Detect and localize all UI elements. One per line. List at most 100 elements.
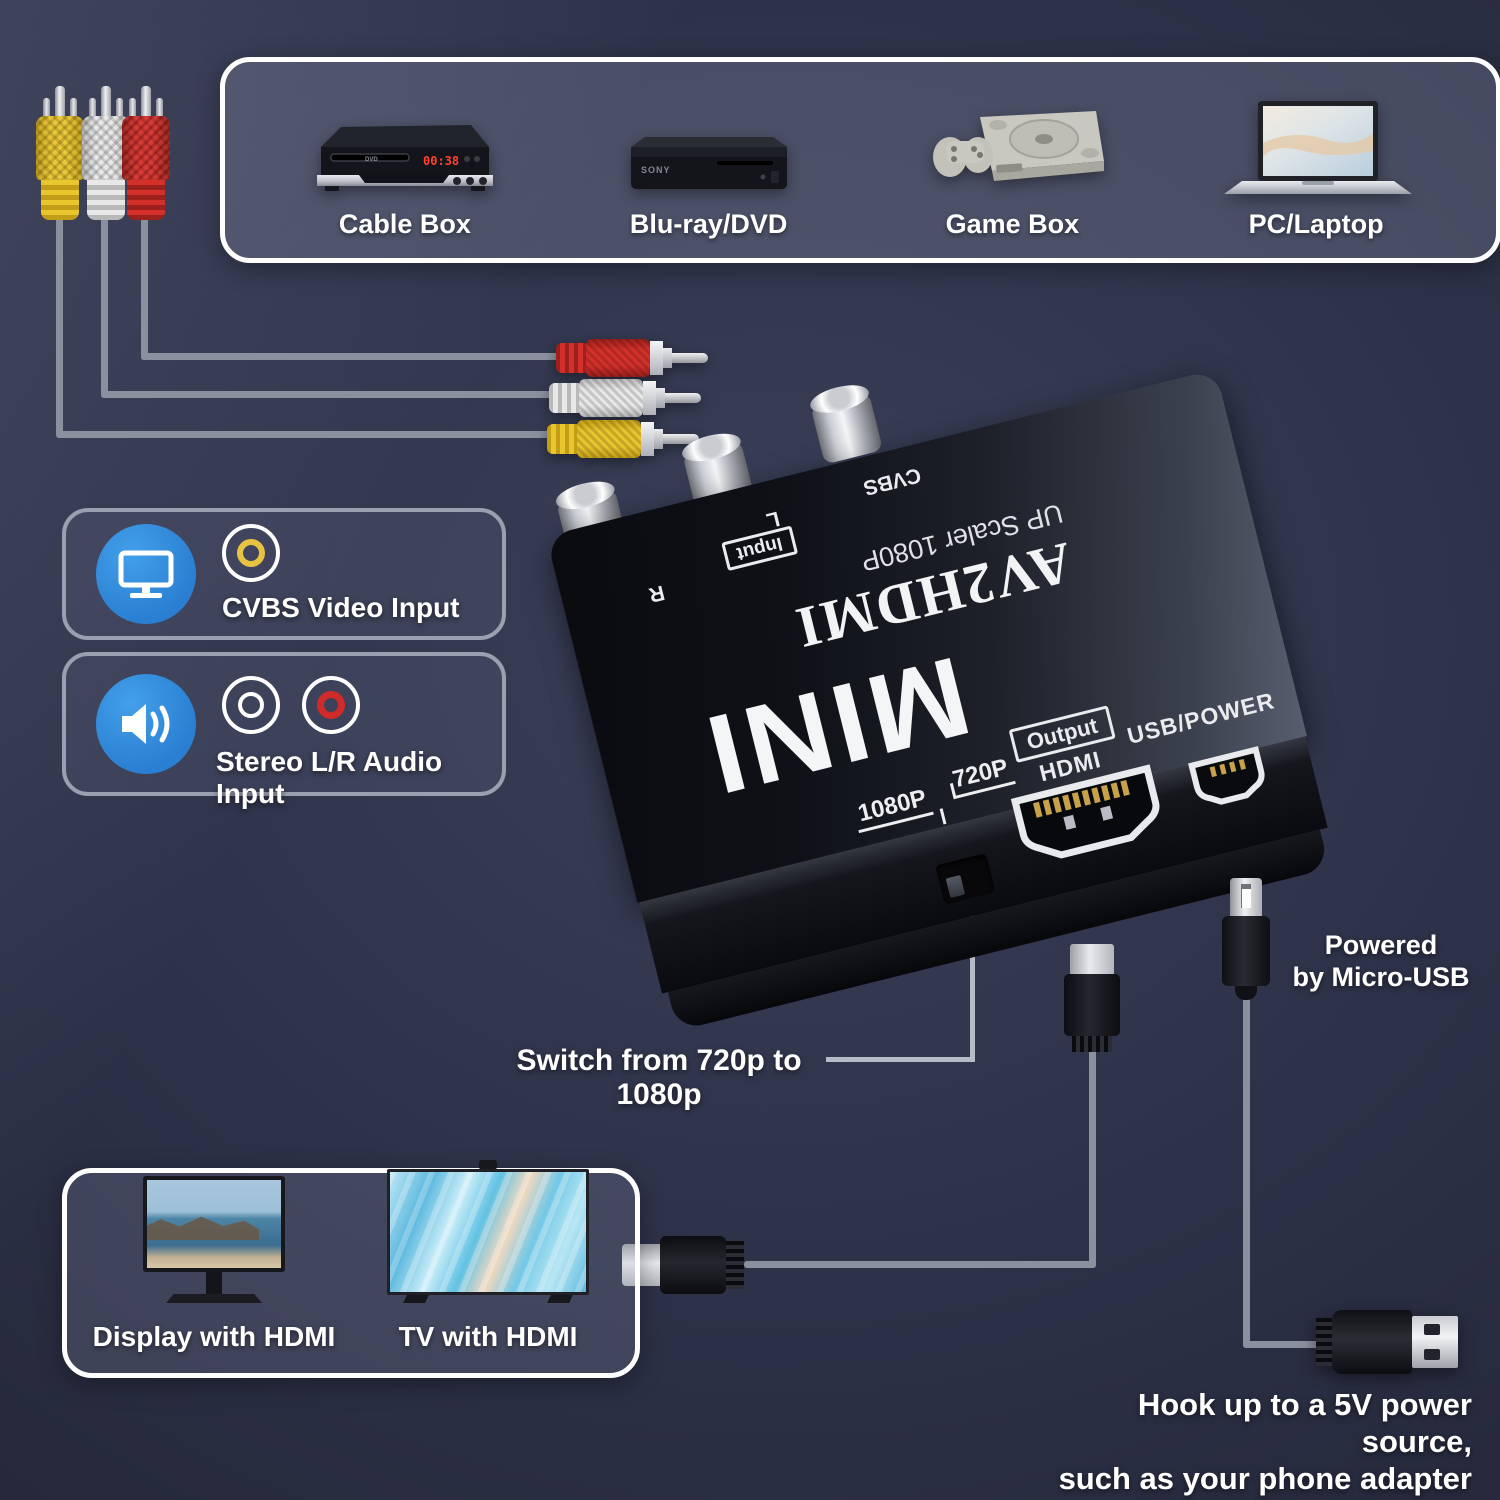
device-pc-laptop: PC/Laptop	[1164, 62, 1468, 258]
rca-pin	[672, 353, 708, 363]
red-rca-cable-vertical	[141, 214, 148, 360]
usb-strain-relief	[1316, 1318, 1332, 1366]
laptop-icon	[1224, 101, 1413, 194]
rca-body	[586, 339, 650, 377]
rca-pin	[665, 393, 701, 403]
rca-pin	[55, 86, 65, 116]
monitor-illustration	[143, 1175, 285, 1303]
usb-metal-tip	[1412, 1316, 1458, 1368]
hdmi-cable-horizontal	[744, 1261, 1096, 1268]
rca-ribs	[547, 424, 577, 454]
rca-ribs	[87, 180, 125, 220]
monitor-stand	[206, 1272, 222, 1294]
hookup-line2: such as your phone adapter	[1058, 1461, 1472, 1497]
red-rca-jack-icon	[302, 676, 360, 734]
switch-knob	[945, 874, 966, 898]
res-bracket-down	[939, 808, 947, 825]
speaker-icon	[122, 704, 170, 744]
yellow-rca-cable-vertical	[56, 214, 63, 436]
rca-pin	[663, 434, 699, 444]
white-rca-cable-vertical	[101, 214, 108, 398]
hdmi-output-port	[1010, 764, 1160, 859]
laptop-illustration	[1214, 91, 1418, 199]
device-label: Game Box	[945, 209, 1080, 239]
monitor-screen	[143, 1176, 285, 1272]
rca-ribs	[127, 180, 165, 220]
mini-usb-neck	[1235, 986, 1257, 1000]
rca-plug-yellow-up	[36, 86, 84, 220]
jack-label-input: Input	[720, 525, 799, 572]
input-badge: Input	[720, 525, 799, 572]
television	[387, 1160, 589, 1303]
rca-pin	[141, 86, 151, 116]
jack-label-r: R	[646, 580, 667, 607]
cvbs-video-input-label: CVBS Video Input	[222, 592, 460, 623]
svg-text:DVD: DVD	[365, 157, 378, 163]
usb-cable-vertical	[1243, 990, 1250, 1348]
red-rca-cable-horizontal	[141, 353, 561, 360]
rca-ribs	[41, 180, 79, 220]
dvd-player-icon: DVD 00:38	[316, 125, 493, 191]
cable-box-illustration: DVD 00:38	[307, 91, 503, 199]
tv-feet	[387, 1295, 589, 1303]
device-cable-box: DVD 00:38 Cable Box	[253, 62, 557, 258]
power-note-line1: Powered	[1324, 930, 1438, 960]
usb-connector-body	[1332, 1310, 1412, 1374]
game-box-illustration	[912, 91, 1112, 199]
usb-power-label: USB/POWER	[1124, 687, 1278, 749]
mini-usb-power-port	[1188, 746, 1265, 805]
rca-body	[577, 420, 641, 458]
rca-plug-white-right	[549, 379, 701, 417]
source-devices-panel: DVD 00:38 Cable Box	[220, 57, 1500, 263]
hdmi-male-connector-left	[622, 1236, 744, 1294]
device-label: Blu-ray/DVD	[629, 209, 788, 239]
output-displays-panel: Display with HDMI TV with HDMI	[62, 1160, 640, 1378]
monitor-base	[166, 1294, 262, 1303]
rca-pin	[101, 86, 111, 116]
device-game-box: Game Box	[861, 62, 1165, 258]
tv-camera	[479, 1160, 497, 1170]
svg-text:00:38: 00:38	[423, 154, 459, 168]
rca-collar	[656, 388, 665, 408]
svg-text:SONY: SONY	[641, 165, 671, 175]
resolution-switch	[935, 853, 996, 905]
av2hdmi-converter: R L Input CVBS AV2HDMI UP Scaler 1080P M…	[545, 369, 1340, 1036]
video-circle	[96, 524, 196, 624]
mini-usb-metal-tip	[1230, 878, 1262, 916]
bluray-player-icon: SONY	[630, 137, 787, 189]
converter-front-face	[639, 736, 1328, 994]
display-label: TV with HDMI	[398, 1321, 578, 1352]
rca-body	[122, 116, 170, 180]
rca-plug-yellow-right	[547, 420, 699, 458]
bluray-illustration: SONY	[621, 91, 797, 199]
power-note-line2: by Micro-USB	[1292, 961, 1470, 992]
yellow-rca-jack-icon	[222, 524, 280, 582]
tv-with-hdmi: TV with HDMI	[351, 1160, 625, 1373]
switch-pointer-vertical	[970, 900, 975, 1062]
label-1080p: 1080P	[851, 783, 935, 834]
device-label: PC/Laptop	[1248, 209, 1384, 239]
desktop-monitor	[143, 1176, 285, 1303]
usb-cable-horizontal	[1243, 1341, 1328, 1348]
white-rca-jack-icon	[222, 676, 280, 734]
hdmi-metal-tip	[1070, 944, 1114, 974]
device-bluray: SONY Blu-ray/DVD	[557, 62, 861, 258]
display-with-hdmi: Display with HDMI	[77, 1173, 351, 1373]
power-note: Powered by Micro-USB	[1286, 930, 1476, 994]
switch-pointer-horizontal	[826, 1057, 975, 1062]
hdmi-male-connector-up	[1064, 944, 1120, 1052]
white-rca-cable-horizontal	[101, 391, 554, 398]
rca-plug-red-up	[122, 86, 170, 220]
monitor-icon	[118, 550, 174, 598]
rca-body	[36, 116, 84, 180]
rca-ribs	[556, 343, 586, 373]
hdmi-connector-body	[660, 1236, 726, 1294]
tv-illustration	[387, 1160, 589, 1303]
rca-ribs	[549, 383, 579, 413]
cvbs-video-input-box: CVBS Video Input	[62, 508, 506, 640]
stereo-audio-input-box: Stereo L/R Audio Input	[62, 652, 506, 809]
hdmi-cable-vertical	[1089, 1040, 1096, 1268]
switch-note: Switch from 720p to 1080p	[516, 1044, 802, 1111]
hookup-line1: Hook up to a 5V power source,	[1137, 1387, 1472, 1460]
